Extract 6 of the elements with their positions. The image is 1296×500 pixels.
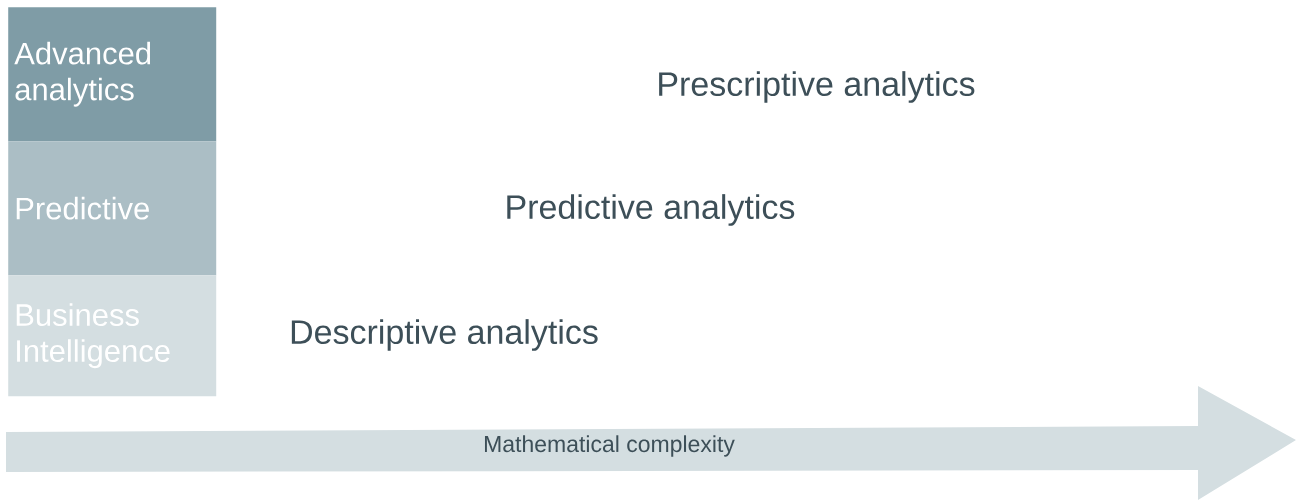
level-box: Advanced analytics: [8, 7, 217, 142]
level-box: Predictive: [8, 141, 217, 276]
analytics-label: Predictive analytics: [507, 194, 795, 226]
analytics-label: Descriptive analytics: [291, 319, 598, 351]
arrow-label: Mathematical complexity: [485, 435, 735, 457]
analytics-label: Prescriptive analytics: [659, 71, 975, 103]
